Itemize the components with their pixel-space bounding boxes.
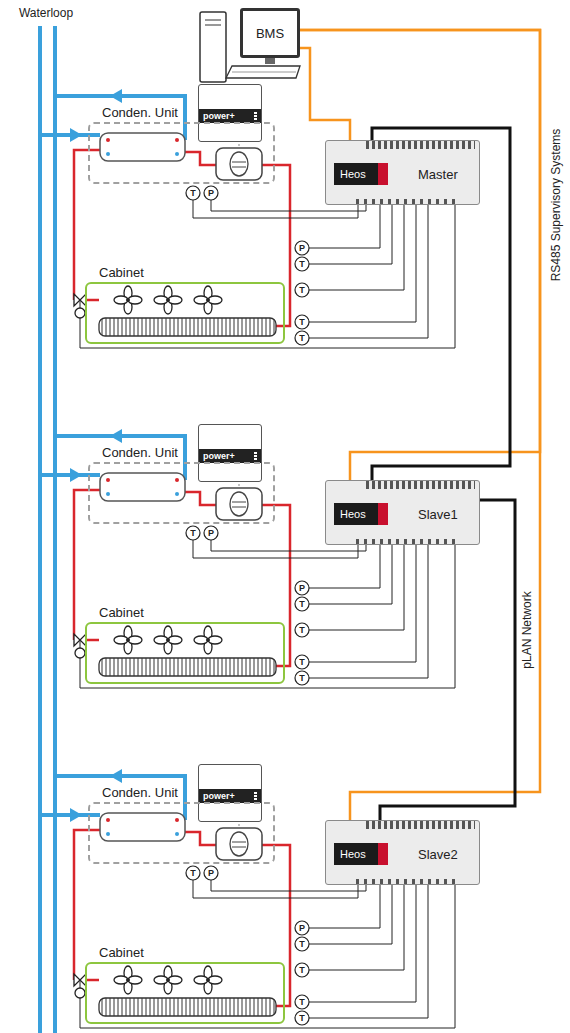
drive-display-band: power+ — [199, 789, 261, 803]
plan-connector — [380, 500, 515, 820]
sensor-letter: T — [299, 626, 305, 635]
sensor-letter: P — [208, 869, 214, 878]
drive-display-band: power+ — [199, 449, 261, 463]
condensing-unit-box: Conden. Unit — [88, 462, 275, 524]
node-text: Cabinet — [97, 265, 146, 280]
sensor-letter: P — [208, 529, 214, 538]
rs485-connector — [300, 48, 350, 140]
sensor-letter: T — [299, 600, 305, 609]
sensor-letter: T — [299, 318, 305, 327]
cabinet-box: Cabinet — [85, 962, 285, 1024]
cabinet-box: Cabinet — [85, 282, 285, 344]
node-text: power+ — [203, 451, 235, 461]
rs485-connector — [300, 30, 540, 480]
drive-box: power+ — [198, 84, 262, 142]
sensor-letter: P — [208, 189, 214, 198]
sensor-letter: T — [299, 674, 305, 683]
node-text: Conden. Unit — [100, 105, 180, 120]
terminal-strip — [366, 141, 475, 149]
controller-box: Heos Master — [325, 140, 480, 205]
drive-leds — [254, 792, 257, 800]
terminal-strip — [356, 199, 459, 204]
node-text: Cabinet — [97, 605, 146, 620]
node-text: Conden. Unit — [100, 445, 180, 460]
sensor-letter: T — [299, 940, 305, 949]
node-text: Cabinet — [97, 945, 146, 960]
node-text: BMS — [256, 26, 284, 41]
node-text: Conden. Unit — [100, 785, 180, 800]
terminal-strip — [356, 879, 459, 884]
node-text: Slave2 — [418, 847, 458, 862]
node-text: Slave1 — [418, 507, 458, 522]
sensor-letter: T — [299, 286, 305, 295]
sensor-letter: T — [190, 189, 196, 198]
sensor-letter: T — [190, 869, 196, 878]
connector-line — [300, 30, 540, 480]
sensor-letter: T — [299, 998, 305, 1007]
node-text: power+ — [203, 111, 235, 121]
connector-line — [300, 48, 350, 140]
drive-leds — [254, 112, 257, 120]
connector-line — [380, 500, 515, 820]
bus-label: RS485 Supervisory Systems — [549, 127, 563, 284]
controller-box: Heos Slave2 — [325, 820, 480, 885]
cabinet-box: Cabinet — [85, 622, 285, 684]
terminal-strip — [366, 481, 475, 489]
drive-leds — [254, 452, 257, 460]
node-text: Heos — [334, 843, 388, 865]
connector-line — [300, 30, 540, 820]
terminal-strip — [356, 539, 459, 544]
sensor-letter: T — [299, 1014, 305, 1023]
condensing-unit-box: Conden. Unit — [88, 122, 275, 184]
terminal-strip — [366, 821, 475, 829]
rs485-connector — [300, 30, 540, 820]
sensor-letter: T — [299, 260, 305, 269]
sensor-letter: T — [299, 966, 305, 975]
sensor-letter: P — [299, 244, 305, 253]
pipe-label: Waterloop — [17, 6, 75, 20]
sensor-letter: P — [299, 924, 305, 933]
node-text: power+ — [203, 791, 235, 801]
sensor-letter: T — [299, 334, 305, 343]
node-text: Heos — [334, 163, 388, 185]
drive-box: power+ — [198, 424, 262, 482]
node-text: Master — [418, 167, 458, 182]
drive-box: power+ — [198, 764, 262, 822]
monitor-box: BMS — [240, 8, 300, 58]
bus-label: pLAN Network — [520, 589, 534, 670]
controller-box: Heos Slave1 — [325, 480, 480, 545]
sensor-letter: T — [190, 529, 196, 538]
sensor-letter: T — [299, 658, 305, 667]
condensing-unit-box: Conden. Unit — [88, 802, 275, 864]
node-text: Heos — [334, 503, 388, 525]
drive-display-band: power+ — [199, 109, 261, 123]
sensor-letter: P — [299, 584, 305, 593]
